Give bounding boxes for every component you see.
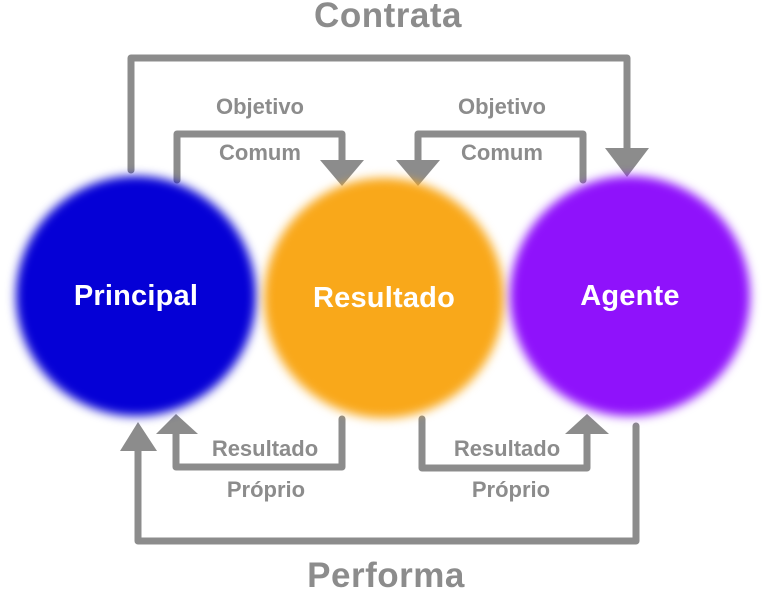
agente-circle	[510, 176, 750, 416]
principal-node: Principal	[16, 176, 256, 416]
resultado-circle	[264, 178, 504, 418]
resultado-label-left: Resultado	[211, 436, 319, 461]
contrata-title: Contrata	[314, 0, 462, 35]
resultado-label: Resultado	[313, 281, 455, 314]
objetivo-comum-left-connector	[173, 130, 346, 184]
proprio-label-right: Próprio	[471, 477, 551, 502]
resultado-right-arrowhead-icon	[565, 414, 609, 434]
proprio-label-left: Próprio	[226, 477, 306, 502]
resultado-label-right: Resultado	[453, 436, 561, 461]
performa-connector	[134, 422, 640, 545]
objetivo-label-left: Objetivo	[215, 94, 304, 119]
principal-circle	[16, 176, 256, 416]
objetivo-right-arrowhead-icon	[396, 160, 440, 186]
resultado-left-arrowhead-icon	[156, 414, 198, 434]
principal-label: Principal	[73, 279, 199, 312]
agente-label: Agente	[580, 279, 680, 312]
comum-label-left: Comum	[219, 140, 301, 165]
contrata-connector	[127, 54, 631, 174]
resultado-proprio-left-connector	[172, 415, 346, 471]
contrata-arrowhead-icon	[605, 148, 649, 177]
performa-arrowhead-icon	[120, 422, 157, 451]
objetivo-comum-right-connector	[414, 130, 587, 184]
performa-title: Performa	[307, 556, 465, 595]
objetivo-label-right: Objetivo	[457, 94, 546, 119]
objetivo-left-arrowhead-icon	[320, 160, 364, 186]
agente-node: Agente	[510, 176, 750, 416]
resultado-proprio-right-connector	[418, 415, 591, 472]
comum-label-right: Comum	[461, 140, 543, 165]
resultado-node: Resultado	[264, 178, 504, 418]
